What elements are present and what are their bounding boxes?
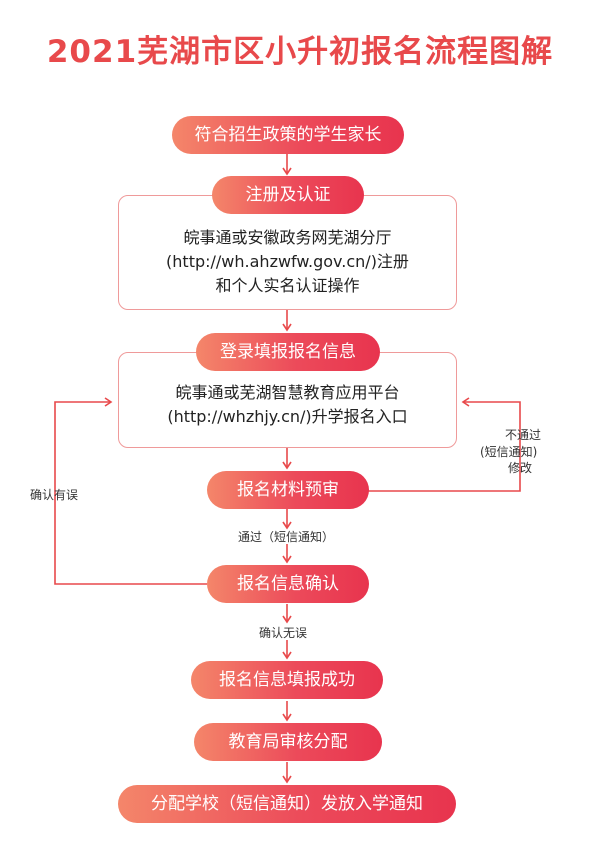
step-admission-notice: 分配学校（短信通知）发放入学通知 [118, 785, 456, 823]
note-fail-line-1: 不通过 [505, 428, 542, 442]
loop-fail [368, 397, 521, 492]
login-line-1: 皖事通或芜湖智慧教育应用平台 [175, 383, 400, 402]
step-success: 报名信息填报成功 [191, 661, 383, 699]
note-fail-line-3: 修改 [508, 461, 533, 475]
note-confirm-ok: 确认无误 [259, 626, 308, 640]
step-register: 注册及认证 [212, 176, 364, 214]
step-pre-review: 报名材料预审 [207, 471, 369, 509]
note-fail-line-2: (短信通知) [480, 445, 538, 459]
loop-confirm-error [54, 397, 207, 585]
step-allocation: 教育局审核分配 [194, 723, 382, 761]
step-eligible-parents: 符合招生政策的学生家长 [172, 116, 404, 154]
step-confirm: 报名信息确认 [207, 565, 369, 603]
note-confirm-error: 确认有误 [30, 488, 79, 502]
step-login: 登录填报报名信息 [196, 333, 380, 371]
register-box: 皖事通或安徽政务网芜湖分厅 (http://wh.ahzwfw.gov.cn/)… [118, 195, 457, 310]
register-line-3: 和个人实名认证操作 [215, 276, 360, 295]
note-pass-sms: 通过（短信通知） [238, 530, 335, 544]
page-title: 2021芜湖市区小升初报名流程图解 [46, 34, 554, 70]
login-line-2: (http://whzhjy.cn/)升学报名入口 [167, 407, 408, 426]
register-line-1: 皖事通或安徽政务网芜湖分厅 [183, 228, 392, 247]
register-line-2: (http://wh.ahzwfw.gov.cn/)注册 [166, 252, 409, 271]
